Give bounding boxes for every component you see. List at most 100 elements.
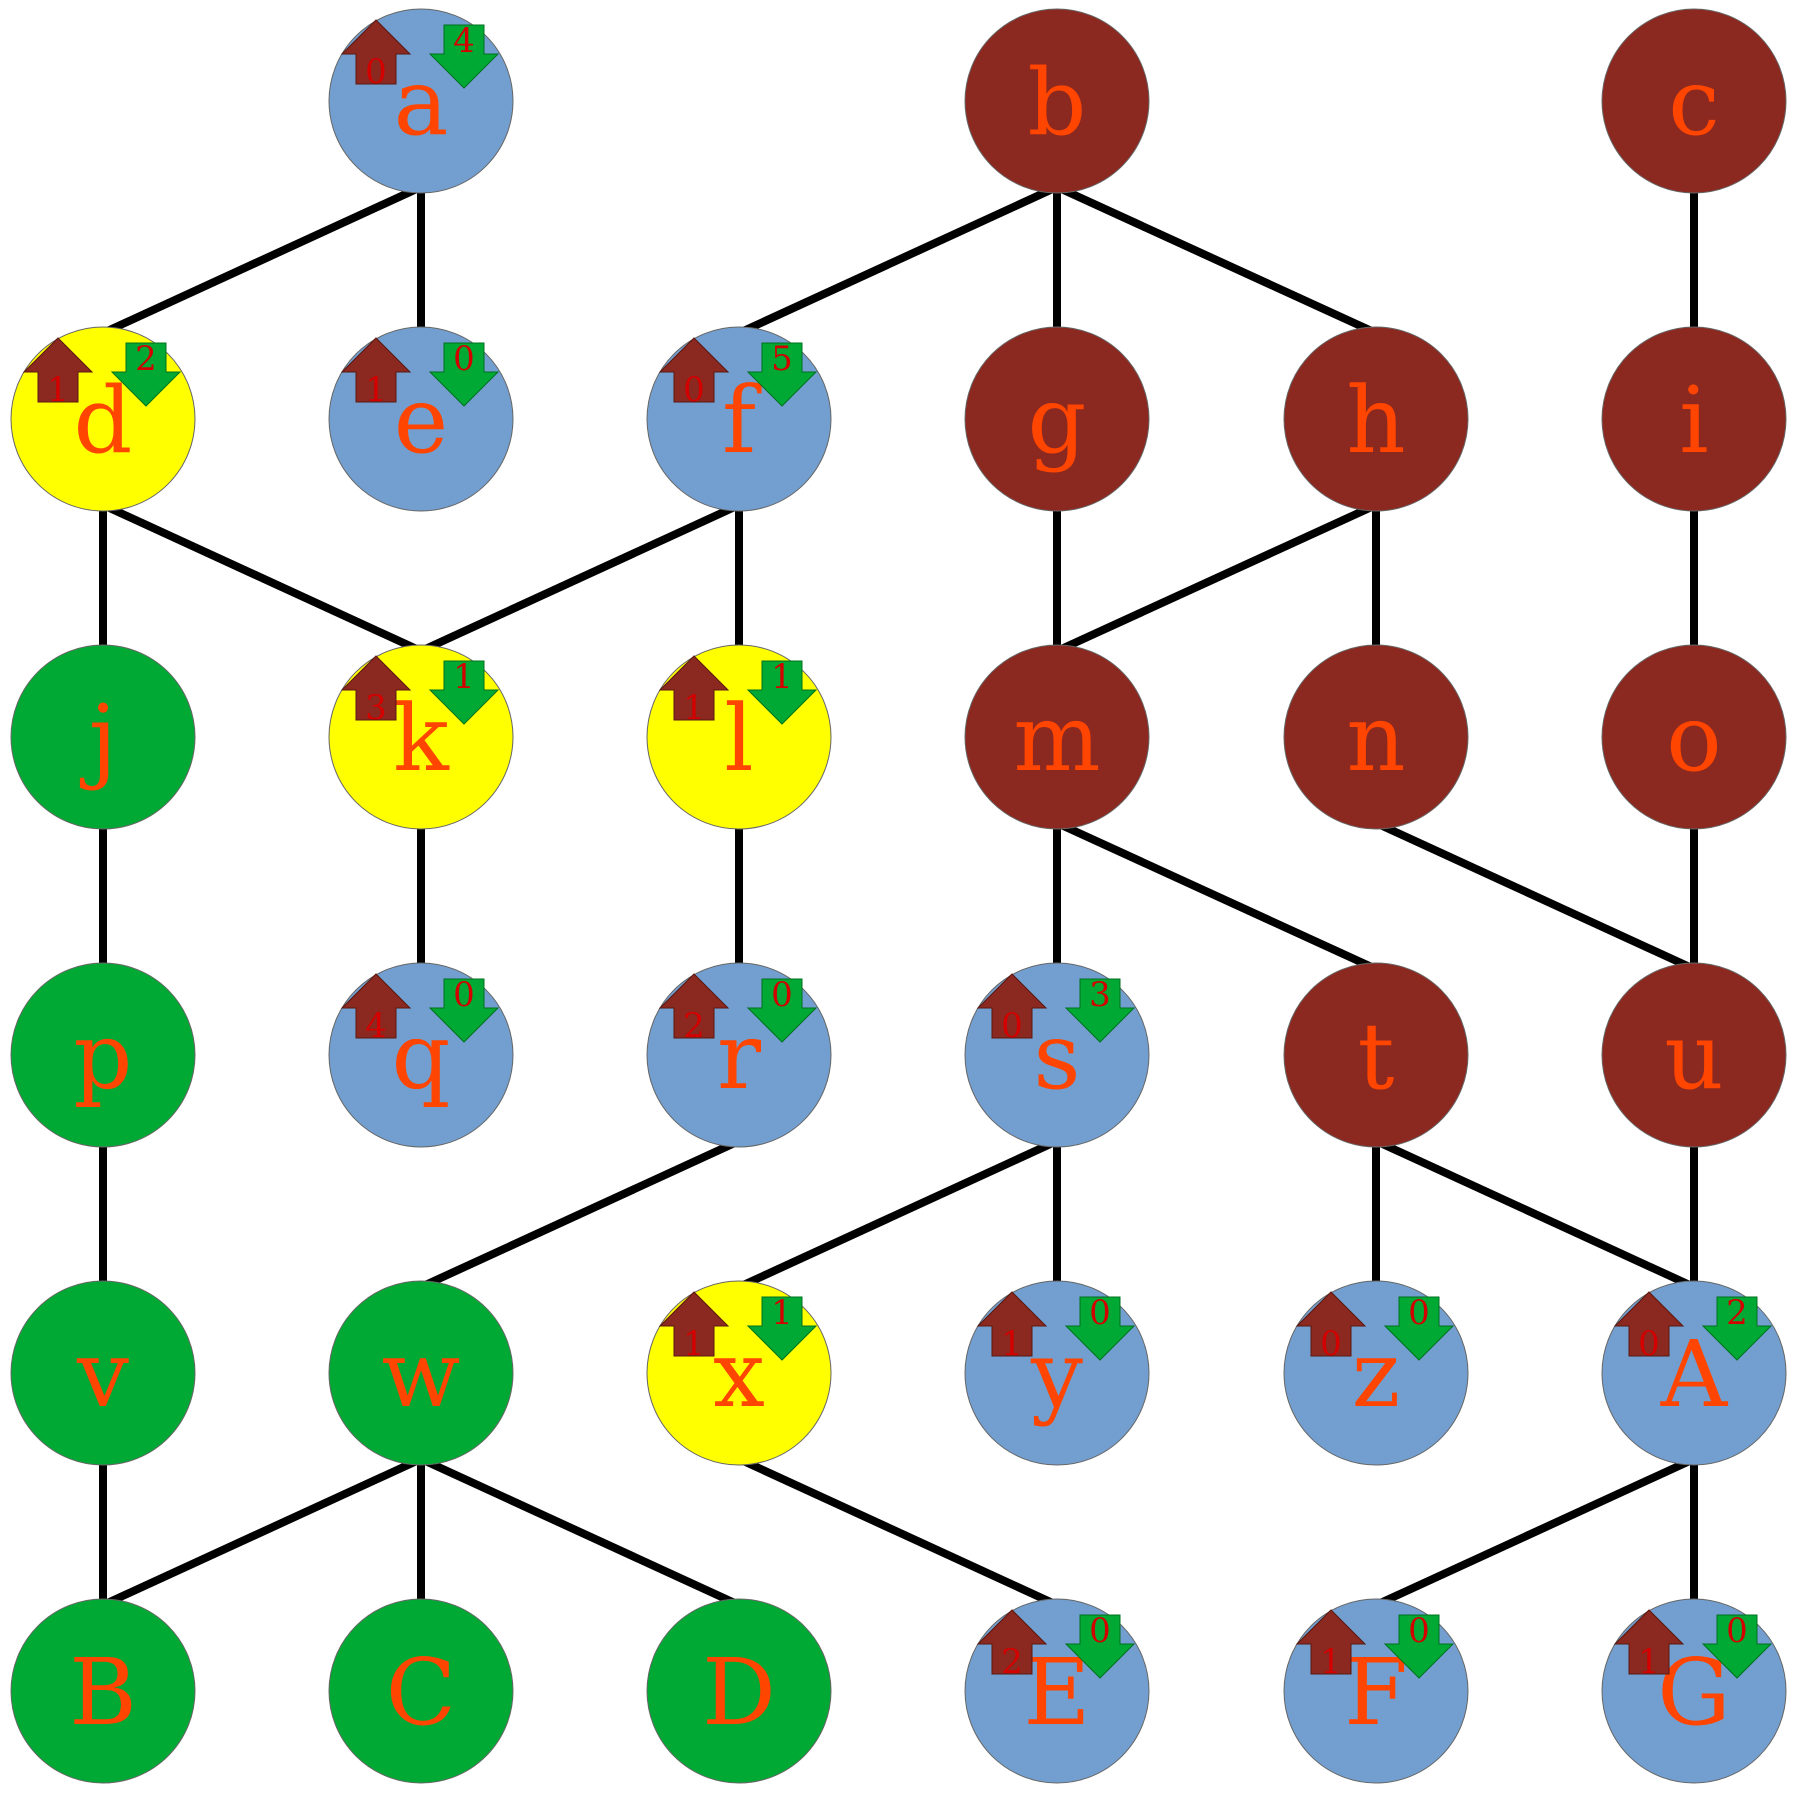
up-arrow-icon xyxy=(1613,1609,1685,1675)
down-count: 2 xyxy=(1726,1293,1748,1333)
down-arrow-icon xyxy=(1701,1614,1773,1679)
edge-d-k xyxy=(101,501,423,655)
down-arrow-icon xyxy=(1383,1614,1455,1679)
node-D: D xyxy=(646,1598,832,1784)
node-label: k xyxy=(393,685,450,792)
node-r: r20 xyxy=(646,962,832,1148)
node-q: q40 xyxy=(328,962,514,1148)
node-label: h xyxy=(1346,367,1405,474)
node-label: l xyxy=(724,685,753,792)
down-arrow-icon xyxy=(1064,978,1136,1043)
node-label: i xyxy=(1679,367,1708,474)
up-count: 1 xyxy=(1638,1642,1660,1682)
down-count: 0 xyxy=(1726,1611,1748,1651)
node-label: z xyxy=(1352,1321,1400,1428)
up-count: 1 xyxy=(1320,1642,1342,1682)
node-h: h xyxy=(1283,326,1469,512)
up-arrow-icon xyxy=(976,1291,1048,1357)
node-g: g xyxy=(964,326,1150,512)
down-count: 2 xyxy=(135,339,157,379)
edge-t-A xyxy=(1374,1137,1696,1291)
node-circle xyxy=(646,1598,832,1784)
edge-h-m xyxy=(1055,501,1378,655)
down-count: 3 xyxy=(1089,975,1111,1015)
down-arrow-icon xyxy=(746,342,818,407)
node-i: i xyxy=(1601,326,1787,512)
edge-n-u xyxy=(1374,819,1696,973)
node-F: F10 xyxy=(1283,1598,1469,1784)
node-label: C xyxy=(386,1639,456,1746)
up-count: 3 xyxy=(365,688,387,728)
up-arrow-icon xyxy=(658,973,730,1039)
down-arrow-icon xyxy=(746,1296,818,1361)
node-circle xyxy=(10,1598,196,1784)
up-count: 1 xyxy=(1001,1324,1023,1364)
down-count: 0 xyxy=(1089,1293,1111,1333)
up-count: 1 xyxy=(683,1324,705,1364)
node-label: x xyxy=(713,1321,765,1428)
up-arrow-icon xyxy=(658,1291,730,1357)
up-arrow-icon xyxy=(1613,1291,1685,1357)
node-label: D xyxy=(702,1639,776,1746)
node-label: B xyxy=(69,1639,137,1746)
down-arrow-icon xyxy=(428,660,500,725)
node-v: v xyxy=(10,1280,196,1466)
down-count: 1 xyxy=(771,657,793,697)
down-arrow-icon xyxy=(746,660,818,725)
node-label: n xyxy=(1346,685,1405,792)
node-circle xyxy=(1283,644,1469,830)
node-label: a xyxy=(394,49,449,156)
up-arrow-icon xyxy=(22,337,94,403)
node-label: b xyxy=(1028,49,1087,156)
node-label: e xyxy=(394,367,448,474)
node-circle xyxy=(964,8,1150,194)
node-j: j xyxy=(10,644,196,830)
node-n: n xyxy=(1283,644,1469,830)
up-count: 1 xyxy=(47,370,69,410)
node-circle xyxy=(1601,326,1787,512)
up-arrow-icon xyxy=(658,655,730,721)
node-u: u xyxy=(1601,962,1787,1148)
up-arrow-icon xyxy=(976,1609,1048,1675)
node-c: c xyxy=(1601,8,1787,194)
node-l: l1 1 xyxy=(646,644,832,830)
up-arrow-icon xyxy=(1295,1291,1367,1357)
node-label: v xyxy=(76,1321,129,1428)
node-label: p xyxy=(74,1003,133,1110)
node-label: y xyxy=(1030,1321,1083,1428)
up-count: 4 xyxy=(365,1006,387,1046)
up-arrow-icon xyxy=(340,655,412,721)
edge-a-d xyxy=(101,183,423,337)
up-count: 0 xyxy=(1001,1006,1023,1046)
up-count: 2 xyxy=(1001,1642,1023,1682)
node-b: b xyxy=(964,8,1150,194)
node-label: u xyxy=(1664,1003,1723,1110)
node-label: m xyxy=(1013,685,1100,792)
node-label: t xyxy=(1358,1003,1395,1110)
node-e: e10 xyxy=(328,326,514,512)
up-arrow-icon xyxy=(340,337,412,403)
node-circle xyxy=(10,962,196,1148)
node-circle xyxy=(1601,8,1787,194)
up-arrow-icon xyxy=(976,973,1048,1039)
down-count: 0 xyxy=(1089,1611,1111,1651)
node-circle xyxy=(964,644,1150,830)
node-circle xyxy=(1283,962,1469,1148)
edge-b-h xyxy=(1055,183,1378,337)
node-label: f xyxy=(722,367,762,474)
node-t: t xyxy=(1283,962,1469,1148)
node-z: z00 xyxy=(1283,1280,1469,1466)
node-circle xyxy=(328,1280,514,1466)
node-w: w xyxy=(328,1280,514,1466)
up-arrow-icon xyxy=(340,973,412,1039)
down-count: 0 xyxy=(453,975,475,1015)
node-E: E20 xyxy=(964,1598,1150,1784)
down-count: 4 xyxy=(453,21,475,61)
node-B: B xyxy=(10,1598,196,1784)
up-count: 1 xyxy=(683,688,705,728)
node-label: w xyxy=(382,1321,461,1428)
node-circle xyxy=(10,1280,196,1466)
down-count: 0 xyxy=(453,339,475,379)
up-count: 2 xyxy=(683,1006,705,1046)
